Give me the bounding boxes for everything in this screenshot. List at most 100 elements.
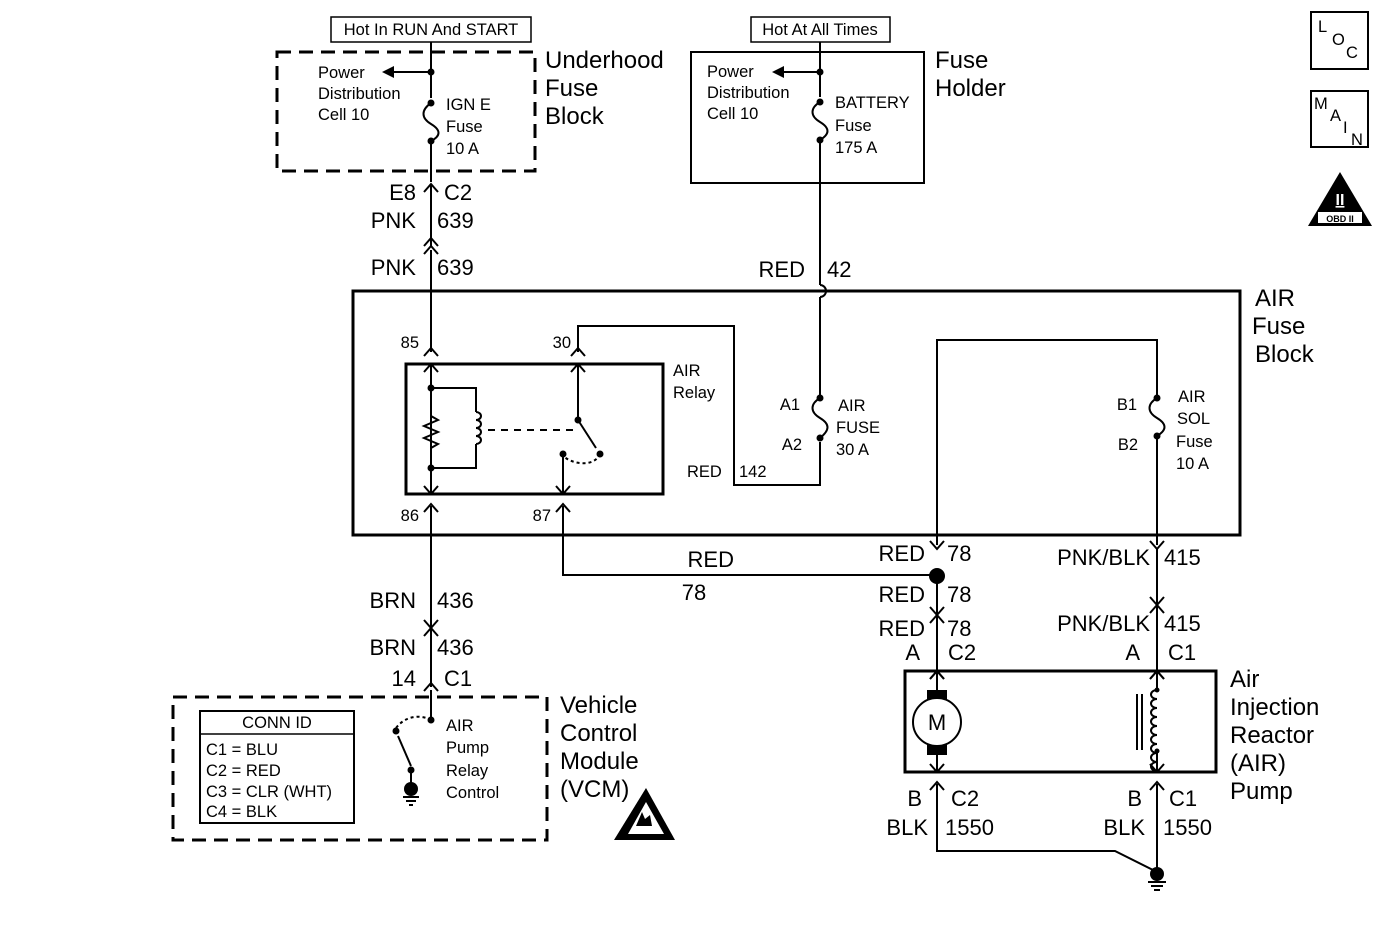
conn-id-title: CONN ID	[242, 714, 312, 732]
conn-id-c2: C2 = RED	[206, 762, 281, 780]
sol-fuse-line3: Fuse	[1176, 433, 1213, 451]
obd-ii-numeral: II	[1336, 192, 1345, 209]
relay-control-line3: Relay	[446, 762, 489, 780]
ign-e-fuse-line3: 10 A	[446, 140, 479, 158]
wire-red-label-78b: RED	[879, 616, 925, 641]
wire-brn-436: BRN 436 BRN 436 14 C1	[370, 502, 474, 692]
battery-fuse-line1: BATTERY	[835, 94, 910, 112]
vcm-name-line3: Module	[560, 748, 639, 775]
pump-name-line4: (AIR)	[1230, 750, 1286, 777]
air-sol-fuse: B1 B2 AIR SOL Fuse 10 A	[936, 339, 1213, 545]
wire-red-label-78v: RED	[879, 541, 925, 566]
main-icon[interactable]: M A I N	[1310, 90, 1369, 149]
fuse-holder-name-line2: Holder	[935, 75, 1006, 102]
battery-fuse-line2: Fuse	[835, 117, 872, 135]
pump-name-line2: Injection	[1230, 694, 1319, 721]
air-relay: AIR Relay	[404, 362, 716, 496]
air-relay-line1: AIR	[673, 362, 701, 380]
air-pump-relay-control-switch	[392, 690, 435, 806]
underhood-name-line1: Underhood	[545, 47, 664, 74]
hot-in-run-start-text: Hot In RUN And START	[344, 21, 519, 39]
wire-436-label-b: 436	[437, 635, 474, 660]
pump-name-line5: Pump	[1230, 778, 1293, 805]
vcm-module: CONN ID C1 = BLU C2 = RED C3 = CLR (WHT)…	[171, 690, 549, 842]
terminal-b1: B1	[1117, 396, 1137, 414]
wire-red-label-42: RED	[759, 257, 805, 282]
terminal-86: 86	[401, 507, 419, 525]
wire-red-label-78h: RED	[688, 547, 734, 572]
wire-78-label-b: 78	[947, 616, 971, 641]
wire-red-42: RED 42	[759, 140, 851, 398]
fuse-holder: Power Distribution Cell 10 BATTERY Fuse …	[690, 42, 925, 184]
air-pump: M	[903, 669, 1218, 774]
hot-in-run-start-label: Hot In RUN And START	[330, 16, 532, 43]
air-fuse-block-name-line2: Fuse	[1252, 313, 1305, 340]
underhood-power-line1: Power	[318, 64, 365, 82]
pump-conn-c2-top: C2	[948, 640, 976, 665]
wire-pnkblk-label-a: PNK/BLK	[1057, 545, 1150, 570]
conn-id-c1: C1 = BLU	[206, 741, 278, 759]
holder-power-line3: Cell 10	[707, 105, 758, 123]
wire-436-label-a: 436	[437, 588, 474, 613]
wire-red-label-78a: RED	[879, 582, 925, 607]
sol-fuse-line1: AIR	[1178, 388, 1206, 406]
terminal-a2: A2	[782, 436, 802, 454]
pump-solenoid	[1136, 669, 1165, 774]
ign-e-fuse-line2: Fuse	[446, 118, 483, 136]
pump-pin-a-c2: A	[905, 640, 920, 665]
air-fuse-30a: A1 A2 AIR FUSE 30 A	[780, 394, 880, 459]
wire-142-label: 142	[739, 463, 767, 481]
wire-red-78: RED 78 RED 78 RED 78 RED 78 A C2	[555, 502, 976, 680]
pump-pin-b-c2: B	[907, 786, 922, 811]
wire-78-label-h: 78	[682, 580, 706, 605]
air-fuse-line2: FUSE	[836, 419, 880, 437]
terminal-85: 85	[401, 334, 419, 352]
ign-e-fuse-line1: IGN E	[446, 96, 491, 114]
loc-icon-c: C	[1346, 44, 1358, 62]
wire-blk-1550: B C2 B C1 BLK 1550 BLK 1550	[886, 780, 1212, 891]
loc-icon-l: L	[1318, 18, 1327, 36]
wire-blk-label-b: BLK	[1103, 815, 1145, 840]
vcm-name-line2: Control	[560, 720, 637, 747]
air-fuse-block: 85 30 86 87 AIR Relay	[351, 289, 1242, 545]
underhood-fuse-block: Power Distribution Cell 10 IGN E Fuse 10…	[275, 42, 537, 182]
conn-id-c4: C4 = BLK	[206, 803, 277, 821]
air-fuse-line1: AIR	[838, 397, 866, 415]
wire-pnk-label-b: PNK	[371, 255, 417, 280]
wire-42-label: 42	[827, 257, 851, 282]
wire-blk-label-a: BLK	[886, 815, 928, 840]
terminal-a1: A1	[780, 396, 800, 414]
air-fuse-block-name-line1: AIR	[1255, 285, 1295, 312]
fuse-holder-name-line1: Fuse	[935, 47, 988, 74]
wire-78-label-v: 78	[947, 541, 971, 566]
pump-motor: M	[912, 669, 962, 774]
pump-pin-b-c1: B	[1127, 786, 1142, 811]
pump-conn-c1-top: C1	[1168, 640, 1196, 665]
vcm-name-line4: (VCM)	[560, 776, 629, 803]
battery-fuse-line3: 175 A	[835, 139, 877, 157]
air-fuse-block-name-line3: Block	[1255, 341, 1315, 368]
air-fuse-line3: 30 A	[836, 441, 869, 459]
underhood-name-line3: Block	[545, 103, 605, 130]
pump-pin-a-c1: A	[1125, 640, 1140, 665]
obd-ii-icon[interactable]: II OBD II	[1308, 172, 1372, 226]
underhood-power-line3: Cell 10	[318, 106, 369, 124]
pump-conn-c1-bot: C1	[1169, 786, 1197, 811]
wire-639-label-b: 639	[437, 255, 474, 280]
main-icon-i: I	[1343, 119, 1348, 137]
conn-e8-label: E8	[389, 180, 416, 205]
loc-icon[interactable]: L O C	[1310, 11, 1369, 70]
wire-639-label-a: 639	[437, 208, 474, 233]
underhood-name-line2: Fuse	[545, 75, 598, 102]
wire-1550-label-a: 1550	[945, 815, 994, 840]
obd-ii-label: OBD II	[1326, 214, 1354, 224]
underhood-power-line2: Distribution	[318, 85, 401, 103]
sol-fuse-line2: SOL	[1177, 410, 1210, 428]
terminal-30: 30	[553, 334, 571, 352]
wire-red-label-142: RED	[687, 463, 722, 481]
wire-brn-label-b: BRN	[370, 635, 416, 660]
conn-id-c3: C3 = CLR (WHT)	[206, 783, 332, 801]
relay-control-line2: Pump	[446, 739, 489, 757]
wire-78-label-a: 78	[947, 582, 971, 607]
